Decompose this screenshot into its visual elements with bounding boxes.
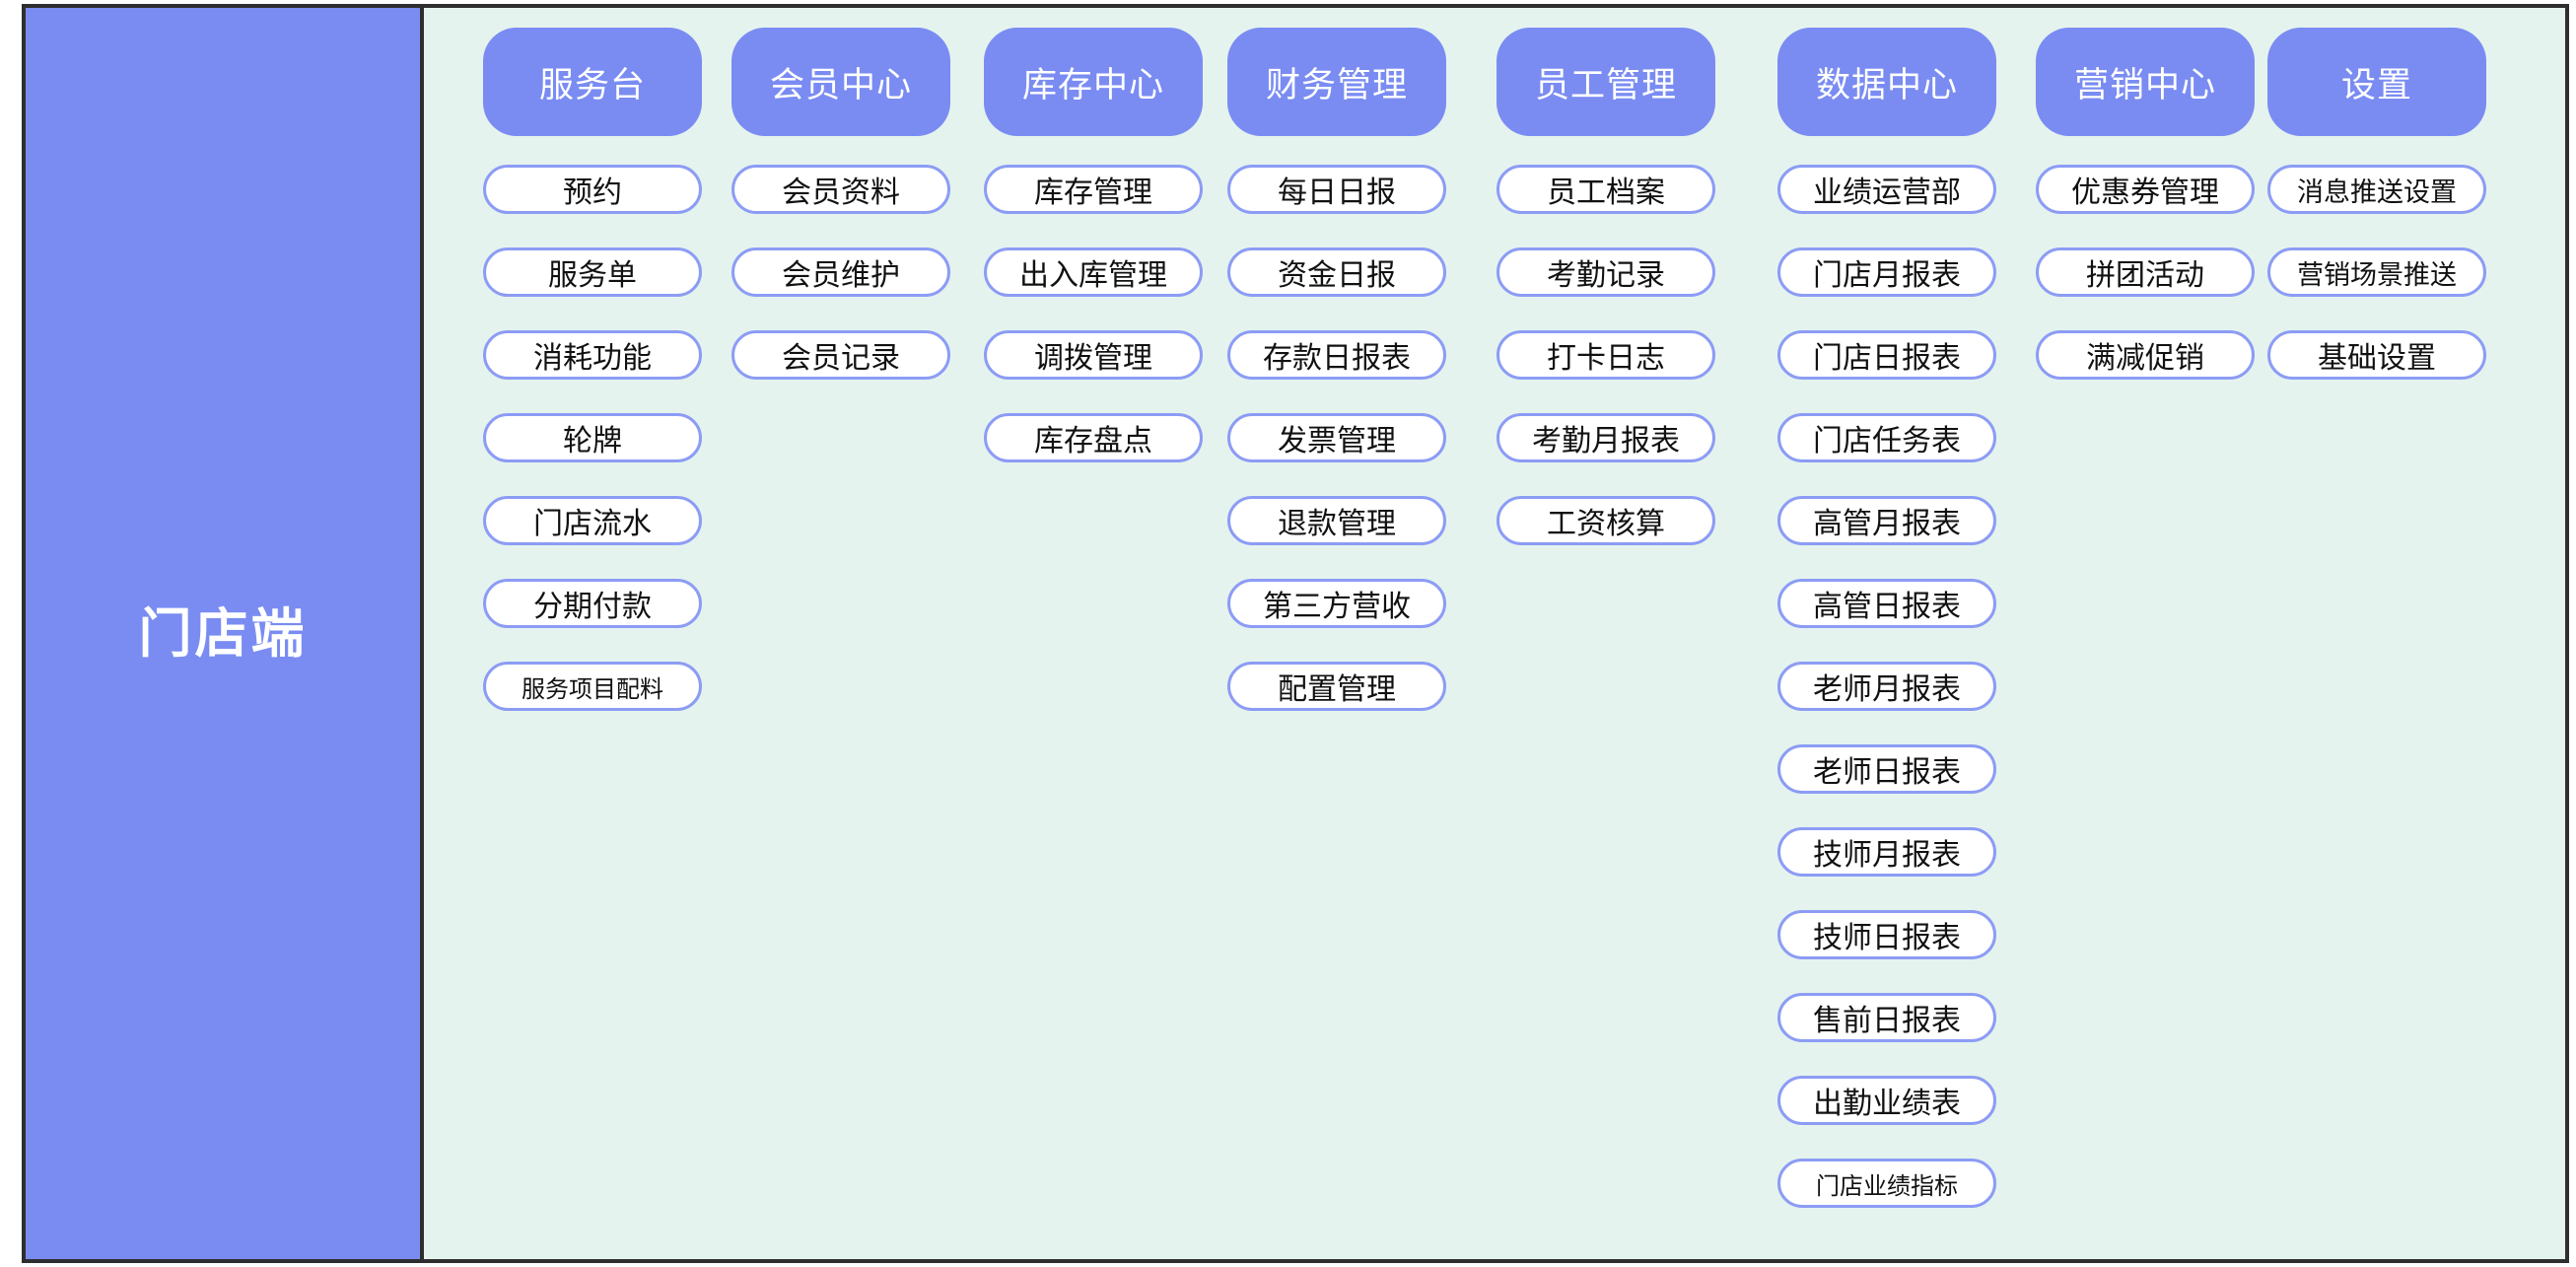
feature-node[interactable]: 服务项目配料 bbox=[483, 662, 702, 711]
feature-node[interactable]: 库存管理 bbox=[984, 165, 1203, 214]
feature-node[interactable]: 第三方营收 bbox=[1227, 579, 1446, 628]
feature-node[interactable]: 会员资料 bbox=[731, 165, 950, 214]
feature-node[interactable]: 拼团活动 bbox=[2036, 247, 2255, 297]
feature-node[interactable]: 预约 bbox=[483, 165, 702, 214]
feature-node[interactable]: 高管月报表 bbox=[1777, 496, 1996, 545]
feature-node[interactable]: 技师月报表 bbox=[1777, 827, 1996, 877]
feature-node[interactable]: 发票管理 bbox=[1227, 413, 1446, 462]
feature-node[interactable]: 服务单 bbox=[483, 247, 702, 297]
feature-node[interactable]: 出勤业绩表 bbox=[1777, 1076, 1996, 1125]
diagram-column: 营销中心优惠券管理拼团活动满减促销 bbox=[2036, 28, 2255, 413]
feature-node[interactable]: 考勤记录 bbox=[1497, 247, 1715, 297]
feature-node[interactable]: 技师日报表 bbox=[1777, 910, 1996, 959]
feature-node[interactable]: 门店流水 bbox=[483, 496, 702, 545]
feature-node[interactable]: 配置管理 bbox=[1227, 662, 1446, 711]
diagram-column: 员工管理员工档案考勤记录打卡日志考勤月报表工资核算 bbox=[1497, 28, 1715, 579]
feature-node[interactable]: 高管日报表 bbox=[1777, 579, 1996, 628]
feature-node[interactable]: 营销场景推送 bbox=[2267, 247, 2486, 297]
feature-node[interactable]: 打卡日志 bbox=[1497, 330, 1715, 380]
column-header-node[interactable]: 员工管理 bbox=[1497, 28, 1715, 136]
root-node-store-side[interactable]: 门店端 bbox=[26, 8, 424, 1259]
feature-node[interactable]: 轮牌 bbox=[483, 413, 702, 462]
feature-node[interactable]: 消耗功能 bbox=[483, 330, 702, 380]
feature-node[interactable]: 售前日报表 bbox=[1777, 993, 1996, 1042]
feature-node[interactable]: 资金日报 bbox=[1227, 247, 1446, 297]
diagram-column: 设置消息推送设置营销场景推送基础设置 bbox=[2267, 28, 2486, 413]
feature-node[interactable]: 业绩运营部 bbox=[1777, 165, 1996, 214]
feature-node[interactable]: 门店任务表 bbox=[1777, 413, 1996, 462]
column-header-node[interactable]: 服务台 bbox=[483, 28, 702, 136]
feature-node[interactable]: 分期付款 bbox=[483, 579, 702, 628]
diagram-column: 服务台预约服务单消耗功能轮牌门店流水分期付款服务项目配料 bbox=[483, 28, 702, 744]
diagram-frame: 门店端 服务台预约服务单消耗功能轮牌门店流水分期付款服务项目配料会员中心会员资料… bbox=[22, 4, 2569, 1263]
feature-node[interactable]: 门店业绩指标 bbox=[1777, 1159, 1996, 1208]
diagram-column: 财务管理每日日报资金日报存款日报表发票管理退款管理第三方营收配置管理 bbox=[1227, 28, 1446, 744]
column-header-node[interactable]: 财务管理 bbox=[1227, 28, 1446, 136]
feature-node[interactable]: 每日日报 bbox=[1227, 165, 1446, 214]
diagram-column: 数据中心业绩运营部门店月报表门店日报表门店任务表高管月报表高管日报表老师月报表老… bbox=[1777, 28, 1996, 1241]
feature-node[interactable]: 门店日报表 bbox=[1777, 330, 1996, 380]
feature-node[interactable]: 老师日报表 bbox=[1777, 744, 1996, 794]
column-header-node[interactable]: 库存中心 bbox=[984, 28, 1203, 136]
feature-node[interactable]: 消息推送设置 bbox=[2267, 165, 2486, 214]
feature-node[interactable]: 老师月报表 bbox=[1777, 662, 1996, 711]
feature-node[interactable]: 门店月报表 bbox=[1777, 247, 1996, 297]
feature-node[interactable]: 会员维护 bbox=[731, 247, 950, 297]
feature-node[interactable]: 考勤月报表 bbox=[1497, 413, 1715, 462]
columns-container: 服务台预约服务单消耗功能轮牌门店流水分期付款服务项目配料会员中心会员资料会员维护… bbox=[424, 8, 2565, 1259]
feature-node[interactable]: 优惠券管理 bbox=[2036, 165, 2255, 214]
feature-node[interactable]: 存款日报表 bbox=[1227, 330, 1446, 380]
column-header-node[interactable]: 设置 bbox=[2267, 28, 2486, 136]
column-header-node[interactable]: 营销中心 bbox=[2036, 28, 2255, 136]
feature-node[interactable]: 工资核算 bbox=[1497, 496, 1715, 545]
feature-node[interactable]: 员工档案 bbox=[1497, 165, 1715, 214]
feature-node[interactable]: 退款管理 bbox=[1227, 496, 1446, 545]
diagram-column: 库存中心库存管理出入库管理调拨管理库存盘点 bbox=[984, 28, 1203, 496]
column-header-node[interactable]: 数据中心 bbox=[1777, 28, 1996, 136]
feature-node[interactable]: 出入库管理 bbox=[984, 247, 1203, 297]
feature-node[interactable]: 会员记录 bbox=[731, 330, 950, 380]
feature-node[interactable]: 库存盘点 bbox=[984, 413, 1203, 462]
root-node-label: 门店端 bbox=[138, 603, 308, 664]
feature-node[interactable]: 基础设置 bbox=[2267, 330, 2486, 380]
feature-node[interactable]: 调拨管理 bbox=[984, 330, 1203, 380]
diagram-column: 会员中心会员资料会员维护会员记录 bbox=[731, 28, 950, 413]
feature-node[interactable]: 满减促销 bbox=[2036, 330, 2255, 380]
column-header-node[interactable]: 会员中心 bbox=[731, 28, 950, 136]
